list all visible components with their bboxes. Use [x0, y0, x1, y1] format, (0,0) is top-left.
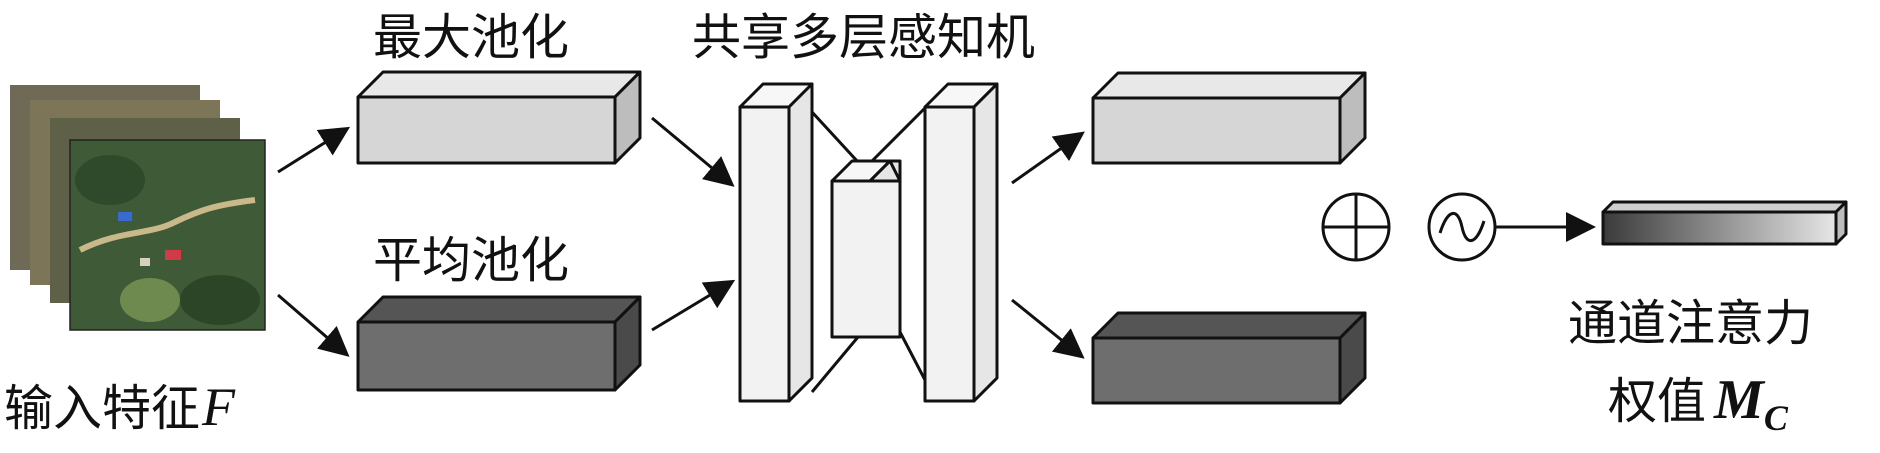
label-avg-pool: 平均池化 — [373, 232, 569, 289]
avg-pool-block — [356, 295, 642, 392]
arrow-avg-to-mlp — [651, 279, 736, 332]
max-pool-block — [356, 70, 642, 165]
arrow-input-to-max — [277, 126, 351, 174]
label-shared-mlp: 共享多层感知机 — [692, 9, 1035, 66]
arrow-mlp-to-upper-out — [1011, 131, 1085, 185]
mlp-output-layer — [923, 82, 999, 403]
shared-mlp — [738, 82, 999, 403]
sigmoid-operator-icon — [1427, 192, 1497, 262]
label-input-feature: 输入特征F — [4, 377, 236, 437]
input-satellite-image — [69, 139, 266, 331]
channel-weight-bar — [1601, 200, 1848, 246]
mlp-input-layer — [738, 82, 814, 403]
arrow-max-to-mlp — [651, 116, 735, 187]
label-channel-attention: 通道注意力 — [1568, 295, 1813, 352]
arrow-mlp-to-lower-out — [1011, 298, 1085, 359]
arrow-input-to-avg — [277, 293, 350, 357]
label-max-pool: 最大池化 — [373, 9, 569, 66]
mlp-hidden-layer — [830, 159, 902, 339]
mlp-output-avg-block — [1091, 311, 1367, 405]
mlp-output-max-block — [1091, 71, 1367, 165]
add-operator-icon — [1321, 192, 1391, 262]
input-feature-stack — [10, 85, 266, 331]
